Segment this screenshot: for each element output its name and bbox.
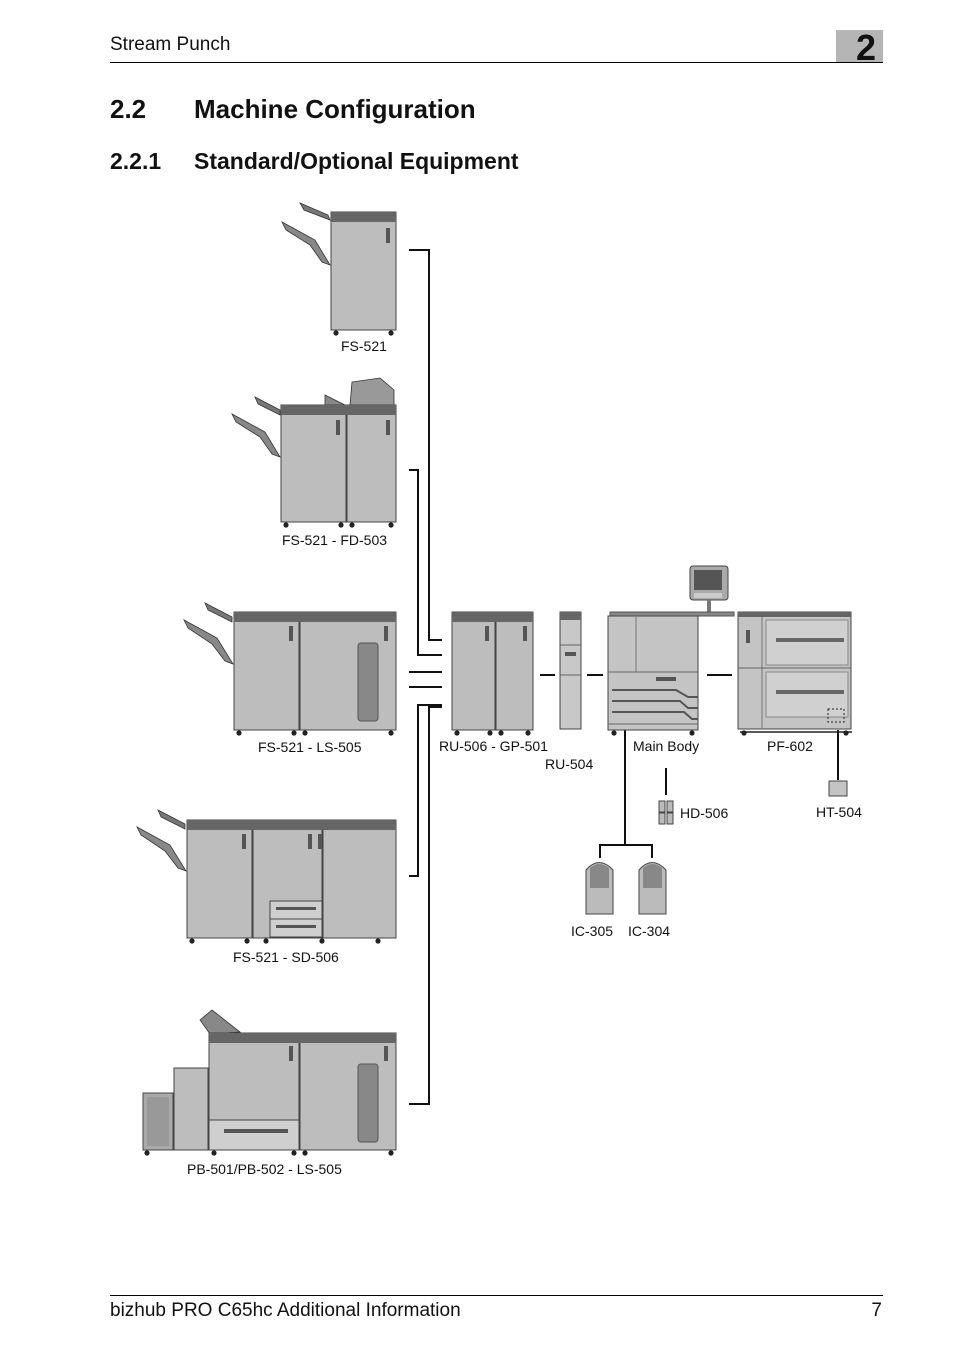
label-pb501-ls505: PB-501/PB-502 - LS-505	[187, 1161, 342, 1177]
running-header-title: Stream Punch	[110, 34, 231, 55]
fs521-unit	[281, 202, 397, 336]
label-main-body: Main Body	[633, 738, 699, 754]
footer-rule	[110, 1295, 883, 1296]
fs521-fd503-unit	[231, 377, 397, 528]
connector-lines	[409, 249, 839, 1105]
label-ru506-gp501: RU-506 - GP-501	[439, 738, 548, 754]
subsection-title: Standard/Optional Equipment	[194, 148, 519, 174]
ru506-gp501-unit	[451, 611, 534, 736]
section-title: Machine Configuration	[194, 94, 476, 124]
chapter-tab	[836, 30, 883, 62]
header-rule	[110, 62, 883, 63]
label-fs521: FS-521	[341, 338, 387, 354]
label-pf602: PF-602	[767, 738, 813, 754]
label-fs521-sd506: FS-521 - SD-506	[233, 949, 339, 965]
footer-title: bizhub PRO C65hc Additional Information	[110, 1300, 461, 1321]
subsection-number: 2.2.1	[110, 148, 162, 174]
label-fs521-fd503: FS-521 - FD-503	[282, 532, 387, 548]
label-ic304: IC-304	[628, 923, 670, 939]
label-ru504: RU-504	[545, 756, 593, 772]
pf602-unit	[737, 611, 852, 736]
page-number: 7	[871, 1300, 882, 1321]
label-fs521-ls505: FS-521 - LS-505	[258, 739, 362, 755]
label-hd506: HD-506	[680, 805, 728, 821]
pb501-ls505-unit	[142, 1009, 397, 1156]
fs521-ls505-unit	[183, 602, 397, 736]
ht504-unit	[828, 780, 848, 797]
ic304-unit	[638, 862, 667, 915]
label-ic305: IC-305	[571, 923, 613, 939]
fs521-sd506-unit	[136, 809, 397, 944]
label-ht504: HT-504	[816, 804, 862, 820]
ic305-unit	[585, 862, 614, 915]
ru504-unit	[559, 611, 582, 730]
main-body-unit	[607, 565, 735, 736]
section-number: 2.2	[110, 94, 147, 124]
chapter-number: 2	[856, 27, 877, 68]
hd506-unit	[658, 800, 674, 825]
